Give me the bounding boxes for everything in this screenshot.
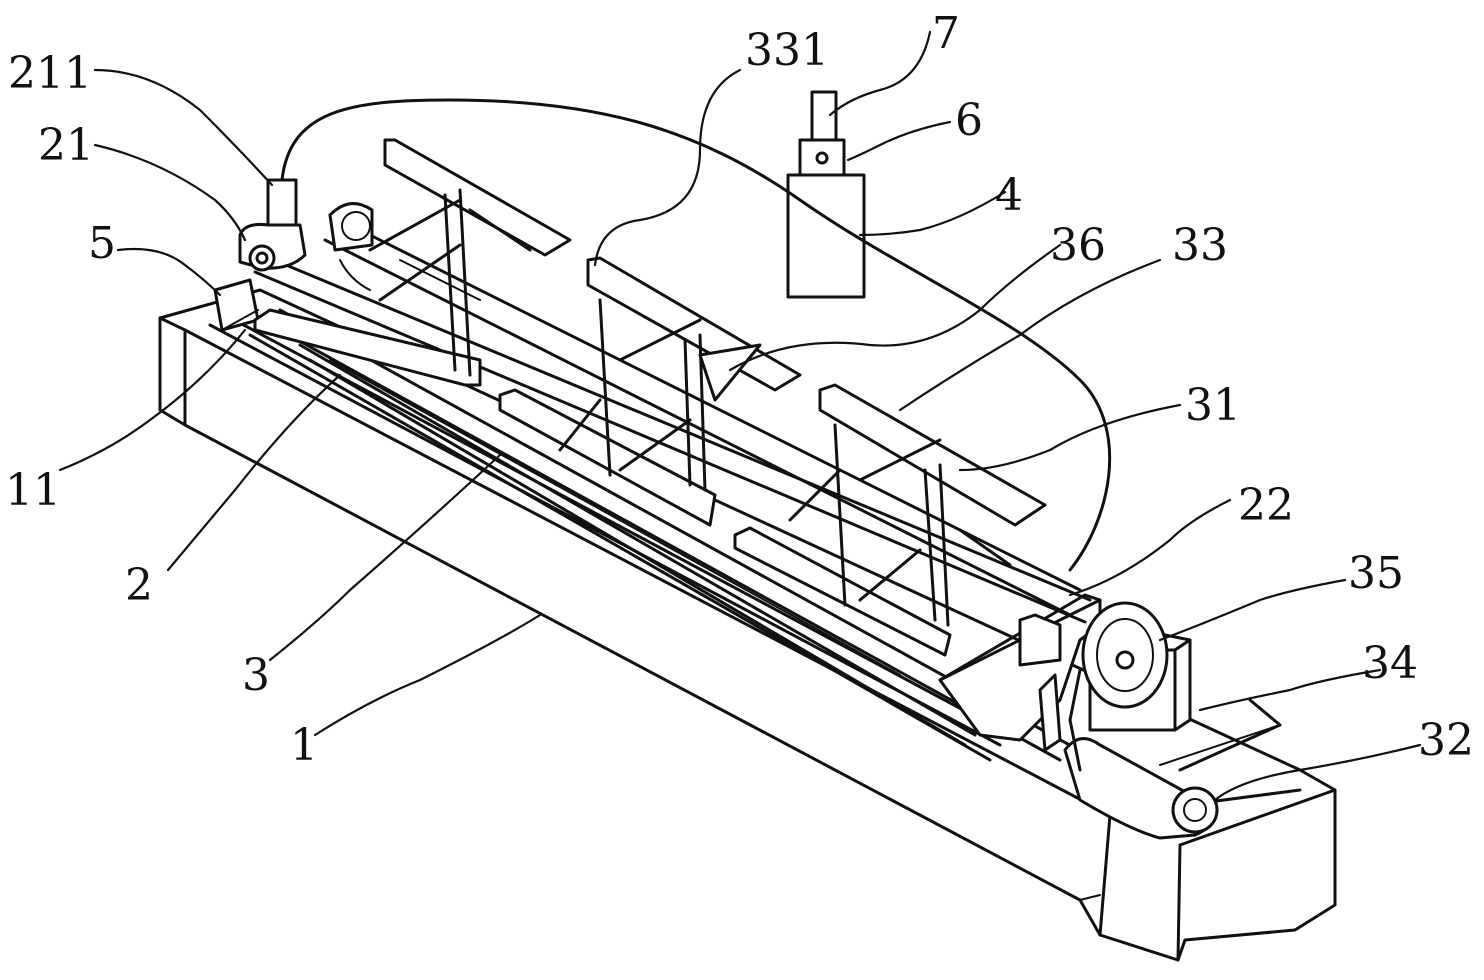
label-5: 5 [88, 218, 116, 269]
label-34: 34 [1362, 638, 1418, 689]
cable-loop [280, 98, 1112, 572]
guide-rails [208, 308, 1077, 762]
left-end-assembly [213, 178, 374, 332]
part-labels: 211 21 5 11 2 3 1 331 7 6 4 36 33 31 22 … [5, 8, 1474, 771]
label-31: 31 [1185, 380, 1241, 431]
label-1: 1 [290, 720, 318, 771]
label-33: 33 [1172, 220, 1228, 271]
label-4: 4 [995, 170, 1023, 221]
leader-lines [58, 30, 1422, 802]
label-22: 22 [1238, 480, 1294, 531]
right-drive-assembly [1018, 601, 1282, 840]
label-21: 21 [38, 120, 94, 171]
paddle-frames [253, 138, 1047, 657]
label-7: 7 [932, 8, 960, 59]
label-11: 11 [5, 465, 61, 516]
label-35: 35 [1348, 548, 1404, 599]
control-unit [786, 90, 866, 299]
label-3: 3 [242, 650, 270, 701]
label-32: 32 [1418, 715, 1474, 766]
label-2: 2 [125, 560, 153, 611]
label-331: 331 [745, 25, 829, 76]
label-211: 211 [8, 48, 92, 99]
label-6: 6 [955, 95, 983, 146]
label-36: 36 [1050, 220, 1106, 271]
